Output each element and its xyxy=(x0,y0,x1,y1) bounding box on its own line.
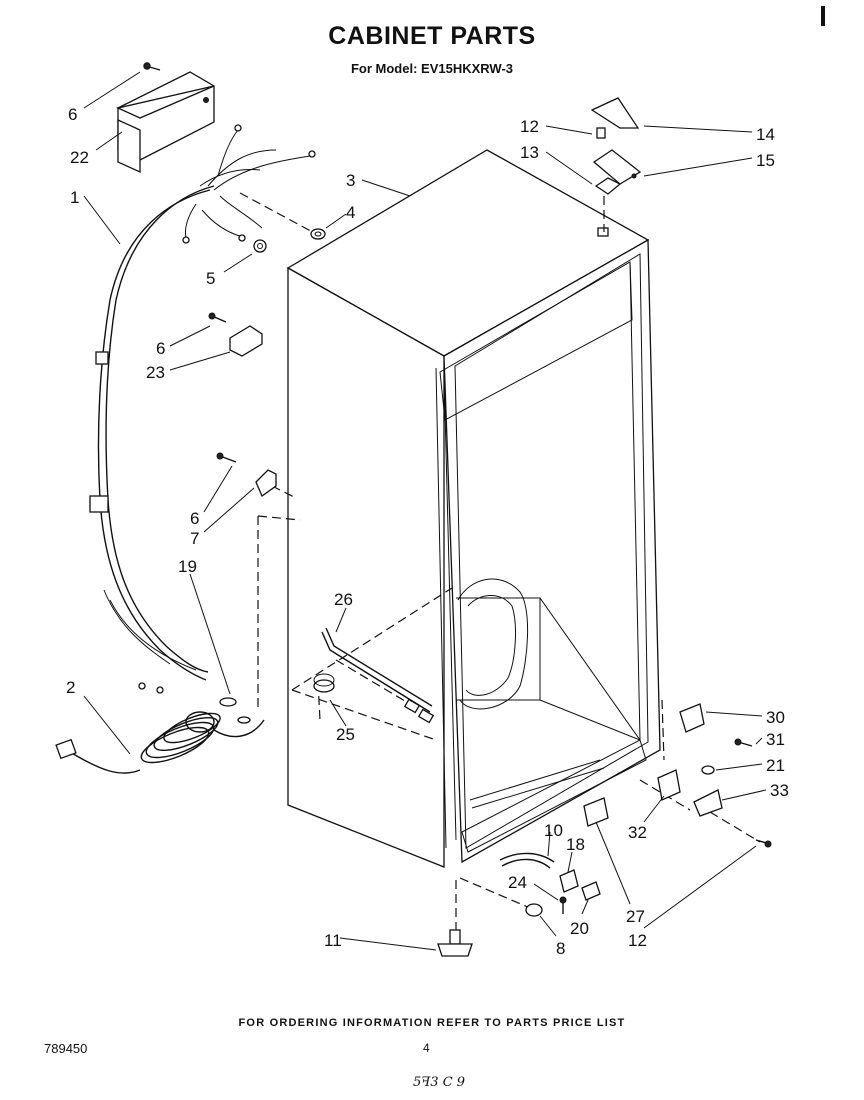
callout-12-top: 12 xyxy=(520,117,539,136)
callout-14: 14 xyxy=(756,125,775,144)
bracket-part-22 xyxy=(115,71,215,174)
callout-leaders xyxy=(83,71,767,951)
screw-part-12-bottom xyxy=(755,839,772,848)
callout-4: 4 xyxy=(346,203,355,222)
screw-part-6-low xyxy=(216,452,237,463)
callout-25: 25 xyxy=(336,725,355,744)
shim-part-32 xyxy=(657,769,681,801)
rod-part-26 xyxy=(321,627,435,724)
callout-19: 19 xyxy=(178,557,197,576)
callout-20: 20 xyxy=(570,919,589,938)
screw-part-6-top xyxy=(143,62,161,71)
callout-10: 10 xyxy=(544,821,563,840)
callout-6-mid: 6 xyxy=(156,339,165,358)
hinge-cover-part-14 xyxy=(590,97,640,129)
callout-11: 11 xyxy=(324,931,342,950)
callout-26: 26 xyxy=(334,590,353,609)
callout-22: 22 xyxy=(70,148,89,167)
tube-part-10 xyxy=(499,852,555,869)
bracket-part-23 xyxy=(229,325,263,357)
parts xyxy=(55,62,772,957)
callout-24: 24 xyxy=(508,873,527,892)
document-number: 789450 xyxy=(44,1041,88,1056)
screw-part-31 xyxy=(734,738,753,747)
connector-part-19 xyxy=(219,697,251,724)
callout-2: 2 xyxy=(66,678,75,697)
callout-32: 32 xyxy=(628,823,647,842)
handwritten-note: 5ꟻ3 C 9 xyxy=(413,1075,466,1090)
callout-3: 3 xyxy=(346,171,355,190)
corner-mark xyxy=(821,6,825,26)
callout-13: 13 xyxy=(520,143,539,162)
callout-15: 15 xyxy=(756,151,775,170)
power-cord-part-2 xyxy=(55,711,265,774)
callout-21: 21 xyxy=(766,756,785,775)
callout-33: 33 xyxy=(770,781,789,800)
callout-1: 1 xyxy=(70,188,79,207)
bracket-part-18 xyxy=(559,869,579,893)
block-part-20 xyxy=(581,881,601,901)
hinge-part-33 xyxy=(693,789,723,817)
model-subtitle: For Model: EV15HKXRW-3 xyxy=(350,61,514,76)
ordering-note: FOR ORDERING INFORMATION REFER TO PARTS … xyxy=(238,1017,626,1029)
clip-part-5 xyxy=(253,239,267,253)
callout-23: 23 xyxy=(146,363,165,382)
grommet-part-4 xyxy=(310,228,326,240)
cabinet-body xyxy=(286,149,661,868)
cap-part-25 xyxy=(313,673,335,693)
callout-labels: 6 22 1 3 4 5 6 23 6 7 19 2 26 25 12 13 1… xyxy=(66,105,789,958)
knob-part-8 xyxy=(525,903,543,917)
callout-27: 27 xyxy=(626,907,645,926)
washer-part-21 xyxy=(701,765,715,775)
shim-part-13 xyxy=(594,177,622,195)
callout-12-bottom: 12 xyxy=(628,931,647,950)
hinge-cover-part-30 xyxy=(679,703,705,733)
callout-6-low: 6 xyxy=(190,509,199,528)
callout-7: 7 xyxy=(190,529,199,548)
callout-8: 8 xyxy=(556,939,565,958)
screw-part-6-mid xyxy=(208,312,227,323)
page-number: 4 xyxy=(423,1041,430,1055)
callout-5: 5 xyxy=(206,269,215,288)
wiring-harness-part-1 xyxy=(89,124,316,694)
screw-part-24 xyxy=(559,896,567,914)
screw-part-12-top xyxy=(596,127,606,139)
page-title: CABINET PARTS xyxy=(328,22,536,50)
bracket-part-7 xyxy=(255,469,277,497)
leveling-leg-part-11 xyxy=(437,929,473,957)
dashed-guides xyxy=(239,182,761,930)
callout-6-top: 6 xyxy=(68,105,77,124)
hinge-plate-part-15 xyxy=(592,149,642,185)
callout-18: 18 xyxy=(566,835,585,854)
callout-31: 31 xyxy=(766,730,785,749)
callout-30: 30 xyxy=(766,708,785,727)
bracket-part-27 xyxy=(583,797,609,827)
